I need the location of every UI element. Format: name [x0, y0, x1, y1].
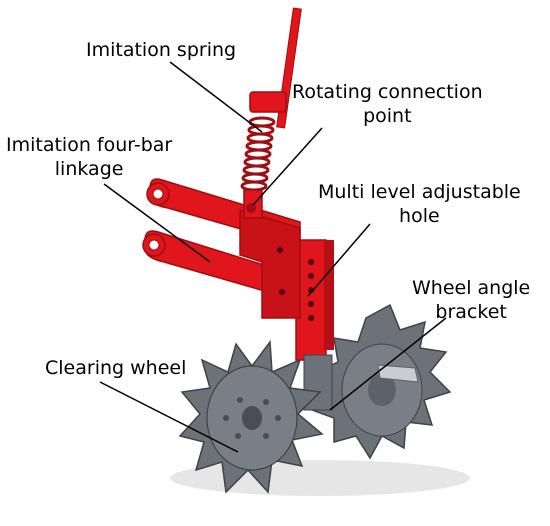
label-wheel-angle-line1: Wheel angle	[412, 277, 531, 299]
label-imitation-four-bar-linkage: Imitation four-bar linkage	[6, 133, 172, 181]
ground-shadow	[170, 460, 470, 496]
leader-spring	[169, 61, 263, 133]
label-rotating-connection-point-line1: Rotating connection	[292, 81, 483, 103]
four-bar-linkage	[142, 178, 301, 319]
wheel-angle-bracket-part	[295, 239, 334, 411]
label-multi-level-line1: Multi level adjustable	[318, 181, 521, 203]
label-wheel-angle-bracket: Wheel angle bracket	[412, 276, 530, 324]
label-rotating-connection-point-line2: point	[363, 105, 412, 127]
rear-clearing-wheel	[310, 303, 452, 460]
label-four-bar-line2: linkage	[54, 158, 124, 180]
label-rotating-connection-point: Rotating connection point	[292, 80, 483, 128]
label-multi-level-line2: hole	[399, 205, 440, 227]
front-clearing-wheel	[178, 339, 324, 494]
imitation-spring-assembly	[240, 7, 302, 219]
label-imitation-spring: Imitation spring	[86, 39, 237, 61]
leader-multi-level-hole	[307, 223, 371, 297]
label-wheel-angle-line2: bracket	[435, 301, 507, 323]
leader-rotating-point	[252, 127, 323, 206]
label-multi-level-adjustable-hole: Multi level adjustable hole	[318, 180, 521, 228]
leader-lines	[99, 61, 447, 453]
label-clearing-wheel: Clearing wheel	[45, 357, 187, 379]
leader-four-bar	[103, 183, 211, 263]
label-four-bar-line1: Imitation four-bar	[6, 134, 173, 156]
leader-wheel-bracket	[329, 317, 447, 411]
leader-clearing-wheel	[99, 381, 239, 453]
